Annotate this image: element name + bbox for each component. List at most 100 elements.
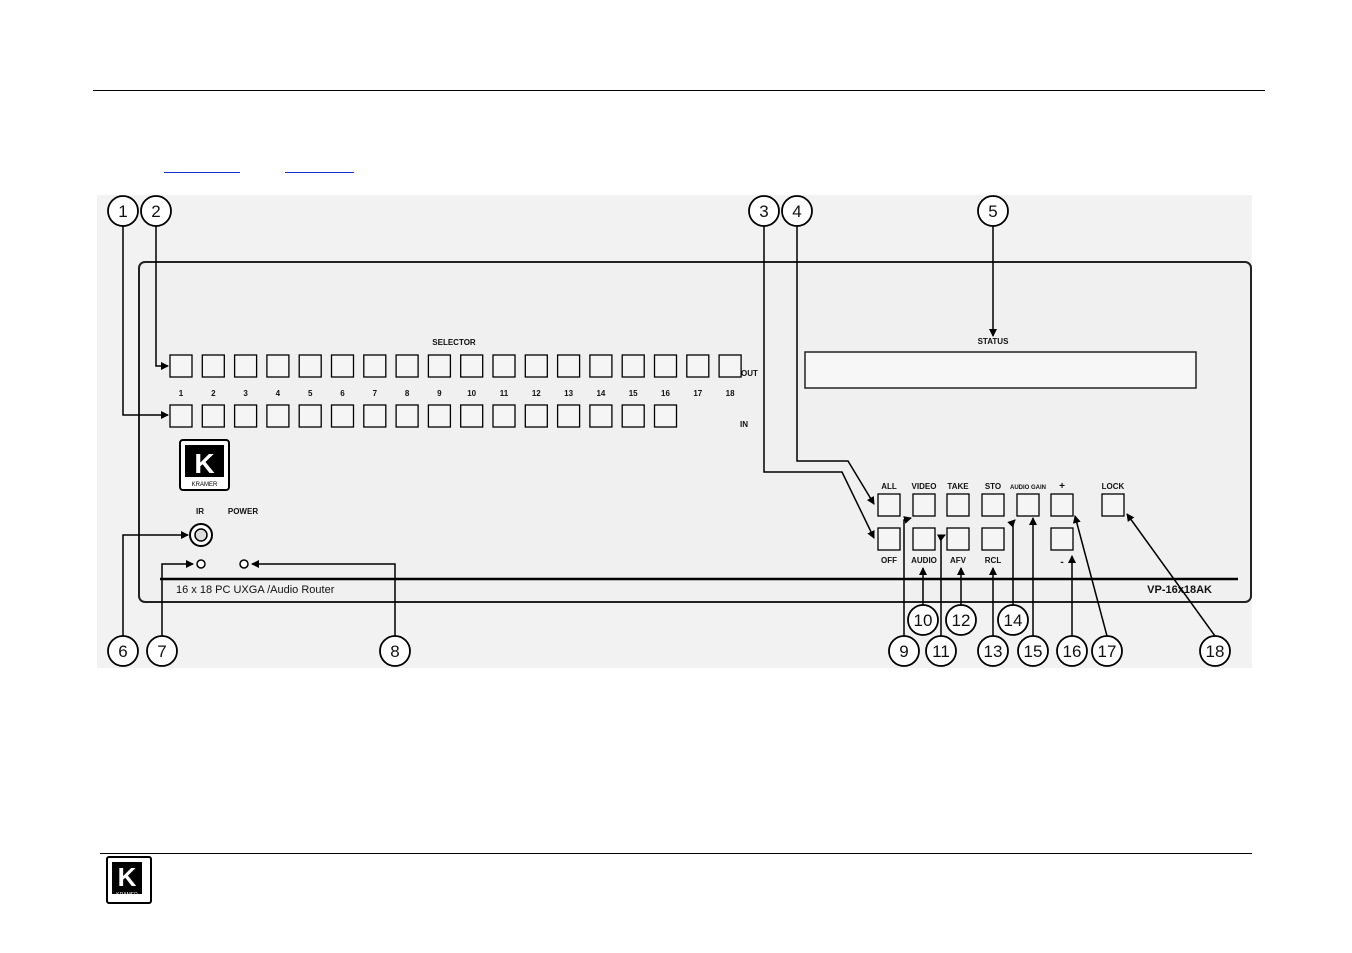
callout-16: 16	[1057, 636, 1087, 666]
output-button-12[interactable]	[525, 355, 547, 377]
callout-number-1: 1	[118, 202, 127, 221]
input-button-3[interactable]	[235, 405, 257, 427]
callout-number-15: 15	[1024, 642, 1043, 661]
callout-number-9: 9	[899, 642, 908, 661]
callout-number-17: 17	[1098, 642, 1117, 661]
output-number-1: 1	[179, 389, 184, 398]
output-number-2: 2	[211, 389, 216, 398]
output-button-6[interactable]	[332, 355, 354, 377]
callout-4: 4	[782, 196, 812, 226]
callout-7: 7	[147, 636, 177, 666]
input-button-13[interactable]	[558, 405, 580, 427]
status-display	[805, 352, 1196, 388]
callout-18: 18	[1200, 636, 1230, 666]
off-button[interactable]	[878, 528, 900, 550]
selector-label: SELECTOR	[432, 338, 476, 347]
input-button-15[interactable]	[622, 405, 644, 427]
output-button-8[interactable]	[396, 355, 418, 377]
output-button-11[interactable]	[493, 355, 515, 377]
rcl-label: RCL	[985, 556, 1002, 565]
callout-number-6: 6	[118, 642, 127, 661]
output-number-11: 11	[500, 389, 509, 398]
callout-5: 5	[978, 196, 1008, 226]
input-button-8[interactable]	[396, 405, 418, 427]
ir-led	[197, 560, 205, 568]
callout-number-4: 4	[792, 202, 801, 221]
output-number-3: 3	[243, 389, 248, 398]
output-button-18[interactable]	[719, 355, 741, 377]
video-label: VIDEO	[912, 482, 937, 491]
lock-label: LOCK	[1102, 482, 1125, 491]
output-button-4[interactable]	[267, 355, 289, 377]
rcl-button[interactable]	[982, 528, 1004, 550]
ir-receiver-lens	[195, 529, 207, 541]
callout-number-14: 14	[1004, 611, 1023, 630]
callout-number-2: 2	[151, 202, 160, 221]
input-button-7[interactable]	[364, 405, 386, 427]
callout-number-10: 10	[914, 611, 933, 630]
all-button[interactable]	[878, 494, 900, 516]
input-button-16[interactable]	[655, 405, 677, 427]
plus-button[interactable]	[1051, 494, 1073, 516]
input-button-1[interactable]	[170, 405, 192, 427]
output-button-17[interactable]	[687, 355, 709, 377]
output-number-7: 7	[373, 389, 378, 398]
footer-logo-text: KRAMER	[112, 892, 142, 898]
input-button-12[interactable]	[525, 405, 547, 427]
input-button-4[interactable]	[267, 405, 289, 427]
footer-logo-letter: K	[112, 862, 142, 894]
output-button-16[interactable]	[655, 355, 677, 377]
kramer-logo: K KRAMER	[180, 440, 229, 490]
callout-11: 11	[926, 636, 956, 666]
plus-label: +	[1059, 481, 1065, 492]
output-button-13[interactable]	[558, 355, 580, 377]
callout-14: 14	[998, 605, 1028, 635]
minus-button[interactable]	[1051, 528, 1073, 550]
lock-button[interactable]	[1102, 494, 1124, 516]
afv-button[interactable]	[947, 528, 969, 550]
footer-rule	[100, 853, 1252, 854]
callout-number-5: 5	[988, 202, 997, 221]
video-button[interactable]	[913, 494, 935, 516]
callout-number-12: 12	[952, 611, 971, 630]
audio-gain-button[interactable]	[1017, 494, 1039, 516]
input-button-5[interactable]	[299, 405, 321, 427]
callout-number-8: 8	[390, 642, 399, 661]
output-number-8: 8	[405, 389, 410, 398]
input-button-14[interactable]	[590, 405, 612, 427]
output-number-15: 15	[629, 389, 638, 398]
output-button-14[interactable]	[590, 355, 612, 377]
input-button-6[interactable]	[332, 405, 354, 427]
power-led	[240, 560, 248, 568]
output-button-2[interactable]	[202, 355, 224, 377]
output-button-15[interactable]	[622, 355, 644, 377]
input-button-2[interactable]	[202, 405, 224, 427]
take-button[interactable]	[947, 494, 969, 516]
afv-label: AFV	[950, 556, 967, 565]
output-number-12: 12	[532, 389, 541, 398]
callout-number-13: 13	[984, 642, 1003, 661]
output-button-5[interactable]	[299, 355, 321, 377]
input-button-10[interactable]	[461, 405, 483, 427]
output-number-18: 18	[726, 389, 735, 398]
callout-17: 17	[1092, 636, 1122, 666]
output-button-3[interactable]	[235, 355, 257, 377]
input-button-11[interactable]	[493, 405, 515, 427]
output-number-16: 16	[661, 389, 670, 398]
product-name: 16 x 18 PC UXGA /Audio Router	[176, 584, 335, 596]
output-button-7[interactable]	[364, 355, 386, 377]
status-label: STATUS	[978, 337, 1009, 346]
output-number-14: 14	[596, 389, 605, 398]
output-number-13: 13	[564, 389, 573, 398]
callout-number-11: 11	[932, 642, 950, 661]
input-button-9[interactable]	[428, 405, 450, 427]
sto-label: STO	[985, 482, 1001, 491]
output-button-1[interactable]	[170, 355, 192, 377]
take-label: TAKE	[947, 482, 969, 491]
audio-gain-label: AUDIO GAIN	[1010, 485, 1046, 491]
audio-button[interactable]	[913, 528, 935, 550]
output-button-9[interactable]	[428, 355, 450, 377]
output-button-10[interactable]	[461, 355, 483, 377]
sto-button[interactable]	[982, 494, 1004, 516]
